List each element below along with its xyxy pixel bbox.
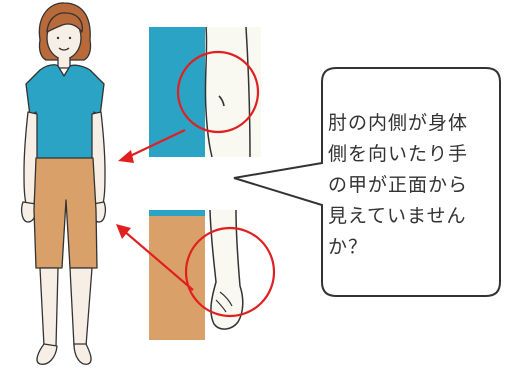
elbow-arrow [118, 129, 186, 163]
callout-text: 肘の内側が身体 側を向いたり手 の甲が正面から 見えていません か？ [328, 112, 469, 258]
woman-figure [21, 2, 106, 365]
hand-highlight-circle [184, 226, 276, 318]
hand-panel-shirt-edge [149, 210, 205, 216]
hand-zoom-panel [149, 209, 265, 340]
elbow-highlight-circle [176, 50, 260, 134]
hand-arrow [116, 224, 194, 291]
speech-bubble [233, 67, 501, 297]
elbow-panel-arm [205, 27, 261, 157]
elbow-zoom-panel [149, 26, 261, 158]
